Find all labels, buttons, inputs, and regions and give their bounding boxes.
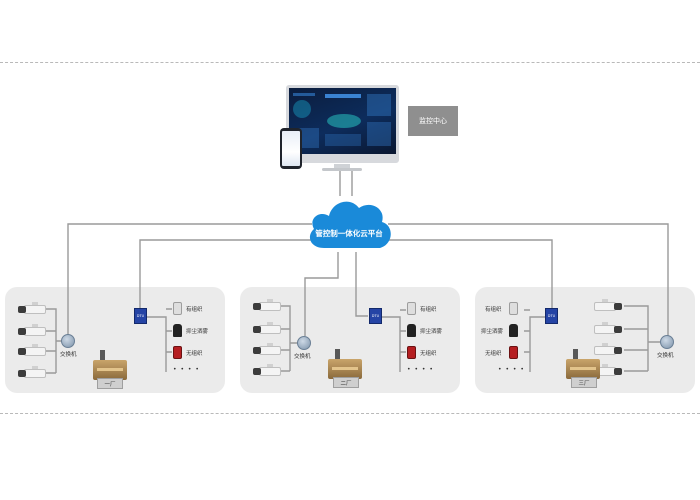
dust-spray-sensor-icon <box>173 324 182 337</box>
network-switch-icon <box>61 334 75 348</box>
organized-emission-sensor-icon <box>173 302 182 315</box>
sensor-label-unorganized: 无组织 <box>420 351 437 357</box>
sensor-label-dust-spray: 抑尘洒雾 <box>481 329 504 335</box>
organized-emission-sensor-icon <box>509 302 518 315</box>
wire-site1-cameras <box>46 308 62 374</box>
monitor-base <box>322 168 362 171</box>
camera-icon <box>251 364 281 378</box>
monitor-stand <box>334 164 350 168</box>
more-sensors-indicator: • • • • <box>173 366 200 373</box>
dust-spray-sensor-icon <box>407 324 416 337</box>
camera-icon <box>16 366 46 380</box>
wire-cloud-site2-switch <box>304 252 339 336</box>
unorganized-emission-sensor-icon <box>407 346 416 359</box>
sensor-label-unorganized: 无组织 <box>485 351 502 357</box>
sensor-label-dust-spray: 抑尘洒雾 <box>420 329 443 335</box>
more-sensors-indicator: • • • • <box>407 366 434 373</box>
factory-icon <box>93 350 127 380</box>
camera-icon <box>594 299 624 313</box>
unorganized-emission-sensor-icon <box>173 346 182 359</box>
wire-site3-cameras <box>624 305 660 372</box>
more-sensors-indicator: • • • • <box>498 366 525 373</box>
factory-label: 二厂 <box>333 377 359 388</box>
camera-icon <box>594 322 624 336</box>
wire-site2-cameras <box>281 305 298 372</box>
camera-icon <box>16 302 46 316</box>
factory-label: 三厂 <box>571 377 597 388</box>
organized-emission-sensor-icon <box>407 302 416 315</box>
gateway-device-icon: DTU <box>545 308 558 324</box>
camera-icon <box>16 324 46 338</box>
switch-label: 交换机 <box>657 353 674 359</box>
network-switch-icon <box>297 336 311 350</box>
wire-bus-left-outer <box>67 223 312 335</box>
wire-site2-gateway-sensors <box>382 309 406 372</box>
camera-icon <box>16 344 46 358</box>
wire-cloud-site2-gateway <box>355 252 368 317</box>
sensor-label-unorganized: 无组织 <box>186 351 203 357</box>
camera-icon <box>251 322 281 336</box>
switch-label: 交换机 <box>294 354 311 360</box>
bottom-divider <box>0 413 700 414</box>
mobile-phone-icon <box>280 128 302 169</box>
dust-spray-sensor-icon <box>509 324 518 337</box>
sensor-label-organized: 有组织 <box>186 307 203 313</box>
unorganized-emission-sensor-icon <box>509 346 518 359</box>
wire-site3-gateway-sensors <box>524 309 545 372</box>
gateway-device-icon: DTU <box>369 308 382 324</box>
sensor-label-dust-spray: 抑尘洒雾 <box>186 329 209 335</box>
switch-label: 交换机 <box>60 352 77 358</box>
wire-bus-right-outer <box>388 223 669 338</box>
desktop-monitor-icon <box>286 85 399 163</box>
factory-icon <box>566 349 600 379</box>
factory-icon <box>328 349 362 379</box>
cloud-icon <box>309 201 391 248</box>
gateway-device-icon: DTU <box>134 308 147 324</box>
camera-icon <box>251 343 281 357</box>
wire-bus-right-inner <box>388 239 553 310</box>
sensor-label-organized: 有组织 <box>485 307 502 313</box>
network-switch-icon <box>660 335 674 349</box>
monitor-center-label: 监控中心 <box>408 106 458 136</box>
factory-label: 一厂 <box>97 378 123 389</box>
sensor-label-organized: 有组织 <box>420 307 437 313</box>
wire-bus-left-inner <box>139 239 312 310</box>
cloud-platform-label: 管控制一体化云平台 <box>315 229 383 238</box>
top-divider <box>0 62 700 63</box>
camera-icon <box>251 299 281 313</box>
wire-site1-gateway-sensors <box>147 308 172 372</box>
